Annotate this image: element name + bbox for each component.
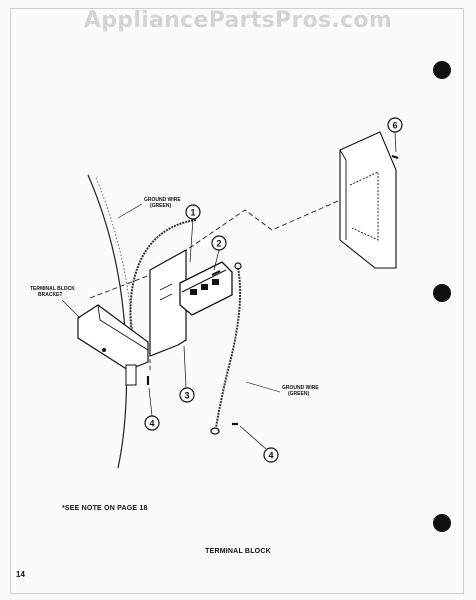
binder-hole-middle [433,284,451,302]
ground-wire-terminal-top [234,262,242,270]
svg-text:3: 3 [184,391,189,401]
dashed-route-line [89,197,346,299]
svg-text:TERMINAL BLOCK: TERMINAL BLOCK [30,286,75,292]
leader-3 [183,345,187,389]
callout-2: 2 [211,235,227,251]
ground-wire-bottom [215,267,242,429]
cabinet-right-section [339,131,397,269]
svg-text:(GREEN): (GREEN) [150,203,171,209]
leader-ground-bottom [245,381,281,393]
callout-6: 6 [387,117,403,133]
svg-text:BRACKET: BRACKET [38,292,62,298]
terminal-block-bracket [77,304,149,371]
bracket-hole [102,348,106,352]
terminal-block-ridge [181,269,227,293]
svg-text:6: 6 [392,121,397,131]
leader-4a [148,387,153,417]
terminal-screw-1 [190,289,197,295]
leader-bracket [61,299,81,319]
svg-text:4: 4 [268,451,273,461]
callout-3: 3 [179,387,195,403]
leader-6 [394,131,397,153]
plate-hatch-2 [159,293,173,301]
leader-2 [213,249,220,271]
callout-4a: 4 [144,415,160,431]
callout-1: 1 [185,204,201,220]
bracket-tab [125,364,137,386]
callout-4b: 4 [263,447,279,463]
binder-hole-bottom [433,514,451,532]
svg-text:GROUND WIRE: GROUND WIRE [144,197,181,203]
svg-text:(GREEN): (GREEN) [288,391,309,397]
watermark: AppliancePartsPros.com [83,8,393,33]
screw-2-shaft [211,270,221,276]
cabinet-edge-outer [95,177,135,356]
mounting-plate [149,248,187,357]
screw-6 [391,154,399,160]
ground-wire-ring-lug [210,427,220,435]
terminal-screw-3 [212,279,219,285]
leader-4b [239,425,267,450]
terminal-screw-2 [201,284,208,290]
bracket-flange [97,304,149,351]
cabinet-right-edge [339,149,347,240]
page-number: 14 [16,570,25,579]
label-ground-wire-bottom: GROUND WIRE (GREEN) [282,385,319,397]
page-border [10,8,464,594]
binder-hole-top [433,61,451,79]
see-note-text: *SEE NOTE ON PAGE 18 [62,505,148,512]
cabinet-right-inner [349,171,379,241]
svg-text:GROUND WIRE: GROUND WIRE [282,385,319,391]
diagram-caption: TERMINAL BLOCK [205,548,271,555]
plate-hatch-1 [159,283,173,291]
label-terminal-block-bracket: TERMINAL BLOCK BRACKET [30,286,75,298]
leader-ground-top [117,203,143,219]
svg-text:1: 1 [190,208,195,218]
svg-text:4: 4 [149,419,154,429]
label-ground-wire-top: GROUND WIRE (GREEN) [144,197,181,209]
svg-text:2: 2 [216,239,221,249]
leader-1 [189,218,194,263]
